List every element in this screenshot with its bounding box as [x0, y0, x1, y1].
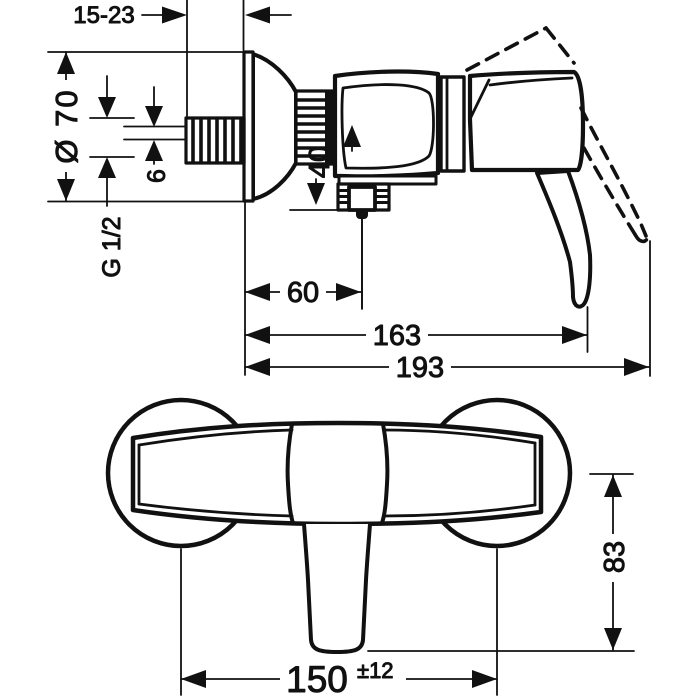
arrowhead: [604, 475, 622, 497]
handle-lever-side-view: [535, 169, 593, 309]
escutcheon-side-view: [242, 50, 298, 203]
arrowhead: [145, 106, 163, 127]
dim-label-max-depth: 193: [396, 352, 444, 384]
body-bar-plan: [130, 420, 544, 527]
arrowhead: [343, 125, 361, 147]
cartridge-dome-left-edge: [285, 422, 295, 525]
dimension-depth-rows: 60 163 193: [244, 277, 650, 385]
outlet-nub: [356, 210, 368, 219]
dim-label-eccentric-offset: 6: [143, 169, 171, 183]
arrowhead: [245, 6, 270, 24]
wall-connection-nipple: [184, 116, 246, 165]
arrowhead: [245, 358, 270, 376]
handle-collar-ring: [439, 75, 466, 173]
dimension-connection-thread: G 1/2: [97, 75, 126, 278]
dim-label-axis-to-outlet: 40: [304, 146, 336, 178]
dim-label-outlet-depth: 60: [287, 277, 319, 309]
arrowhead: [145, 140, 163, 161]
dim-label-wall-depth: 15-23: [73, 2, 134, 29]
handle-lever-plan: [302, 522, 372, 654]
arrowhead: [307, 183, 325, 205]
dimension-wall-depth-range: 15-23: [73, 2, 292, 30]
dim-label-connection-thread: G 1/2: [98, 216, 126, 277]
cartridge-dome-right-edge: [380, 422, 390, 525]
arrowhead: [181, 670, 206, 688]
dimension-escutcheon-diameter: Ø 70: [48, 51, 84, 202]
dim-label-handle-reach: 83: [599, 541, 631, 573]
shower-outlet: [336, 182, 391, 309]
arrowhead: [336, 283, 361, 301]
dimension-handle-reach: 83: [367, 473, 635, 652]
arrowhead: [98, 157, 116, 178]
dimension-pipe-spacing: 150 ±12: [180, 548, 498, 700]
handle-grip-side-view: [467, 69, 586, 173]
dim-label-escutcheon-diameter: Ø 70: [49, 88, 84, 163]
arrowhead: [604, 628, 622, 650]
arrowhead: [162, 6, 187, 24]
dimension-eccentric-offset: 6: [142, 86, 171, 183]
s-union-collar: [294, 89, 335, 166]
arrowhead: [98, 97, 116, 118]
side-view-drawing: 15-23 Ø 70 G 1/2 6 40: [47, 0, 651, 385]
arrowhead: [562, 326, 587, 344]
dim-label-pipe-spacing-tolerance: ±12: [357, 658, 394, 683]
arrowhead: [245, 326, 270, 344]
valve-body-side-view: [332, 69, 441, 186]
arrowhead: [472, 670, 497, 688]
dim-label-pipe-spacing: 150: [286, 659, 348, 700]
arrowhead: [245, 283, 270, 301]
dim-label-handle-depth: 163: [373, 320, 421, 352]
arrowhead: [624, 358, 649, 376]
bottom-view-drawing: 150 ±12 83: [105, 397, 635, 700]
arrowhead: [57, 179, 75, 201]
handle-alt-position-dashed: [465, 26, 650, 244]
arrowhead: [57, 52, 75, 74]
dimension-axis-to-outlet: 40: [304, 125, 361, 205]
